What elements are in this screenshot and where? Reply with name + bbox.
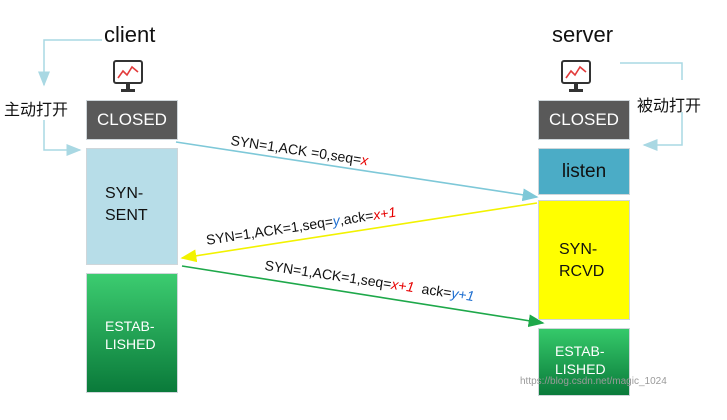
monitor-chart-icon: [113, 60, 143, 99]
client-syn-sent-state: SYN- SENT: [86, 148, 178, 265]
client-established-state: ESTAB- LISHED: [86, 273, 178, 393]
server-closed-state: CLOSED: [538, 100, 630, 140]
syn-ack-ack-x1: x+1: [372, 203, 398, 223]
monitor-chart-icon: [561, 60, 591, 99]
server-listen-text: listen: [561, 160, 607, 182]
client-open-loop: [38, 39, 102, 87]
client-closed-text: CLOSED: [97, 110, 167, 129]
server-open-loop-return: [642, 112, 683, 151]
server-estab-line1: ESTAB-: [555, 343, 605, 359]
client-syn-sent-line2: SENT: [105, 207, 148, 224]
server-estab-line2: LISHED: [555, 361, 606, 377]
client-open-loop-return: [43, 120, 82, 156]
active-open-label: 主动打开: [4, 100, 69, 119]
client-estab-line2: LISHED: [105, 336, 156, 352]
client-syn-sent-line1: SYN-: [105, 185, 144, 202]
client-label: client: [104, 22, 156, 47]
ack-seq-x1: x+1: [390, 275, 416, 296]
ack-ack-y1: y+1: [450, 284, 476, 305]
server-syn-rcvd-line1: SYN-: [559, 241, 598, 258]
ack-arrow: [181, 265, 545, 328]
watermark: https://blog.csdn.net/magic_1024: [520, 376, 667, 387]
server-established-state: ESTAB- LISHED: [538, 328, 630, 396]
syn-ack-arrow: [180, 202, 538, 263]
syn-arrow: [175, 141, 539, 202]
server-label: server: [552, 22, 614, 47]
server-syn-rcvd-state: SYN- RCVD: [538, 200, 630, 320]
server-closed-text: CLOSED: [549, 110, 619, 129]
server-listen-state: listen: [538, 148, 630, 195]
server-syn-rcvd-line2: RCVD: [559, 263, 605, 280]
passive-open-label: 被动打开: [637, 96, 702, 115]
client-closed-state: CLOSED: [86, 100, 178, 140]
server-open-loop: [620, 62, 683, 80]
client-estab-line1: ESTAB-: [105, 318, 155, 334]
